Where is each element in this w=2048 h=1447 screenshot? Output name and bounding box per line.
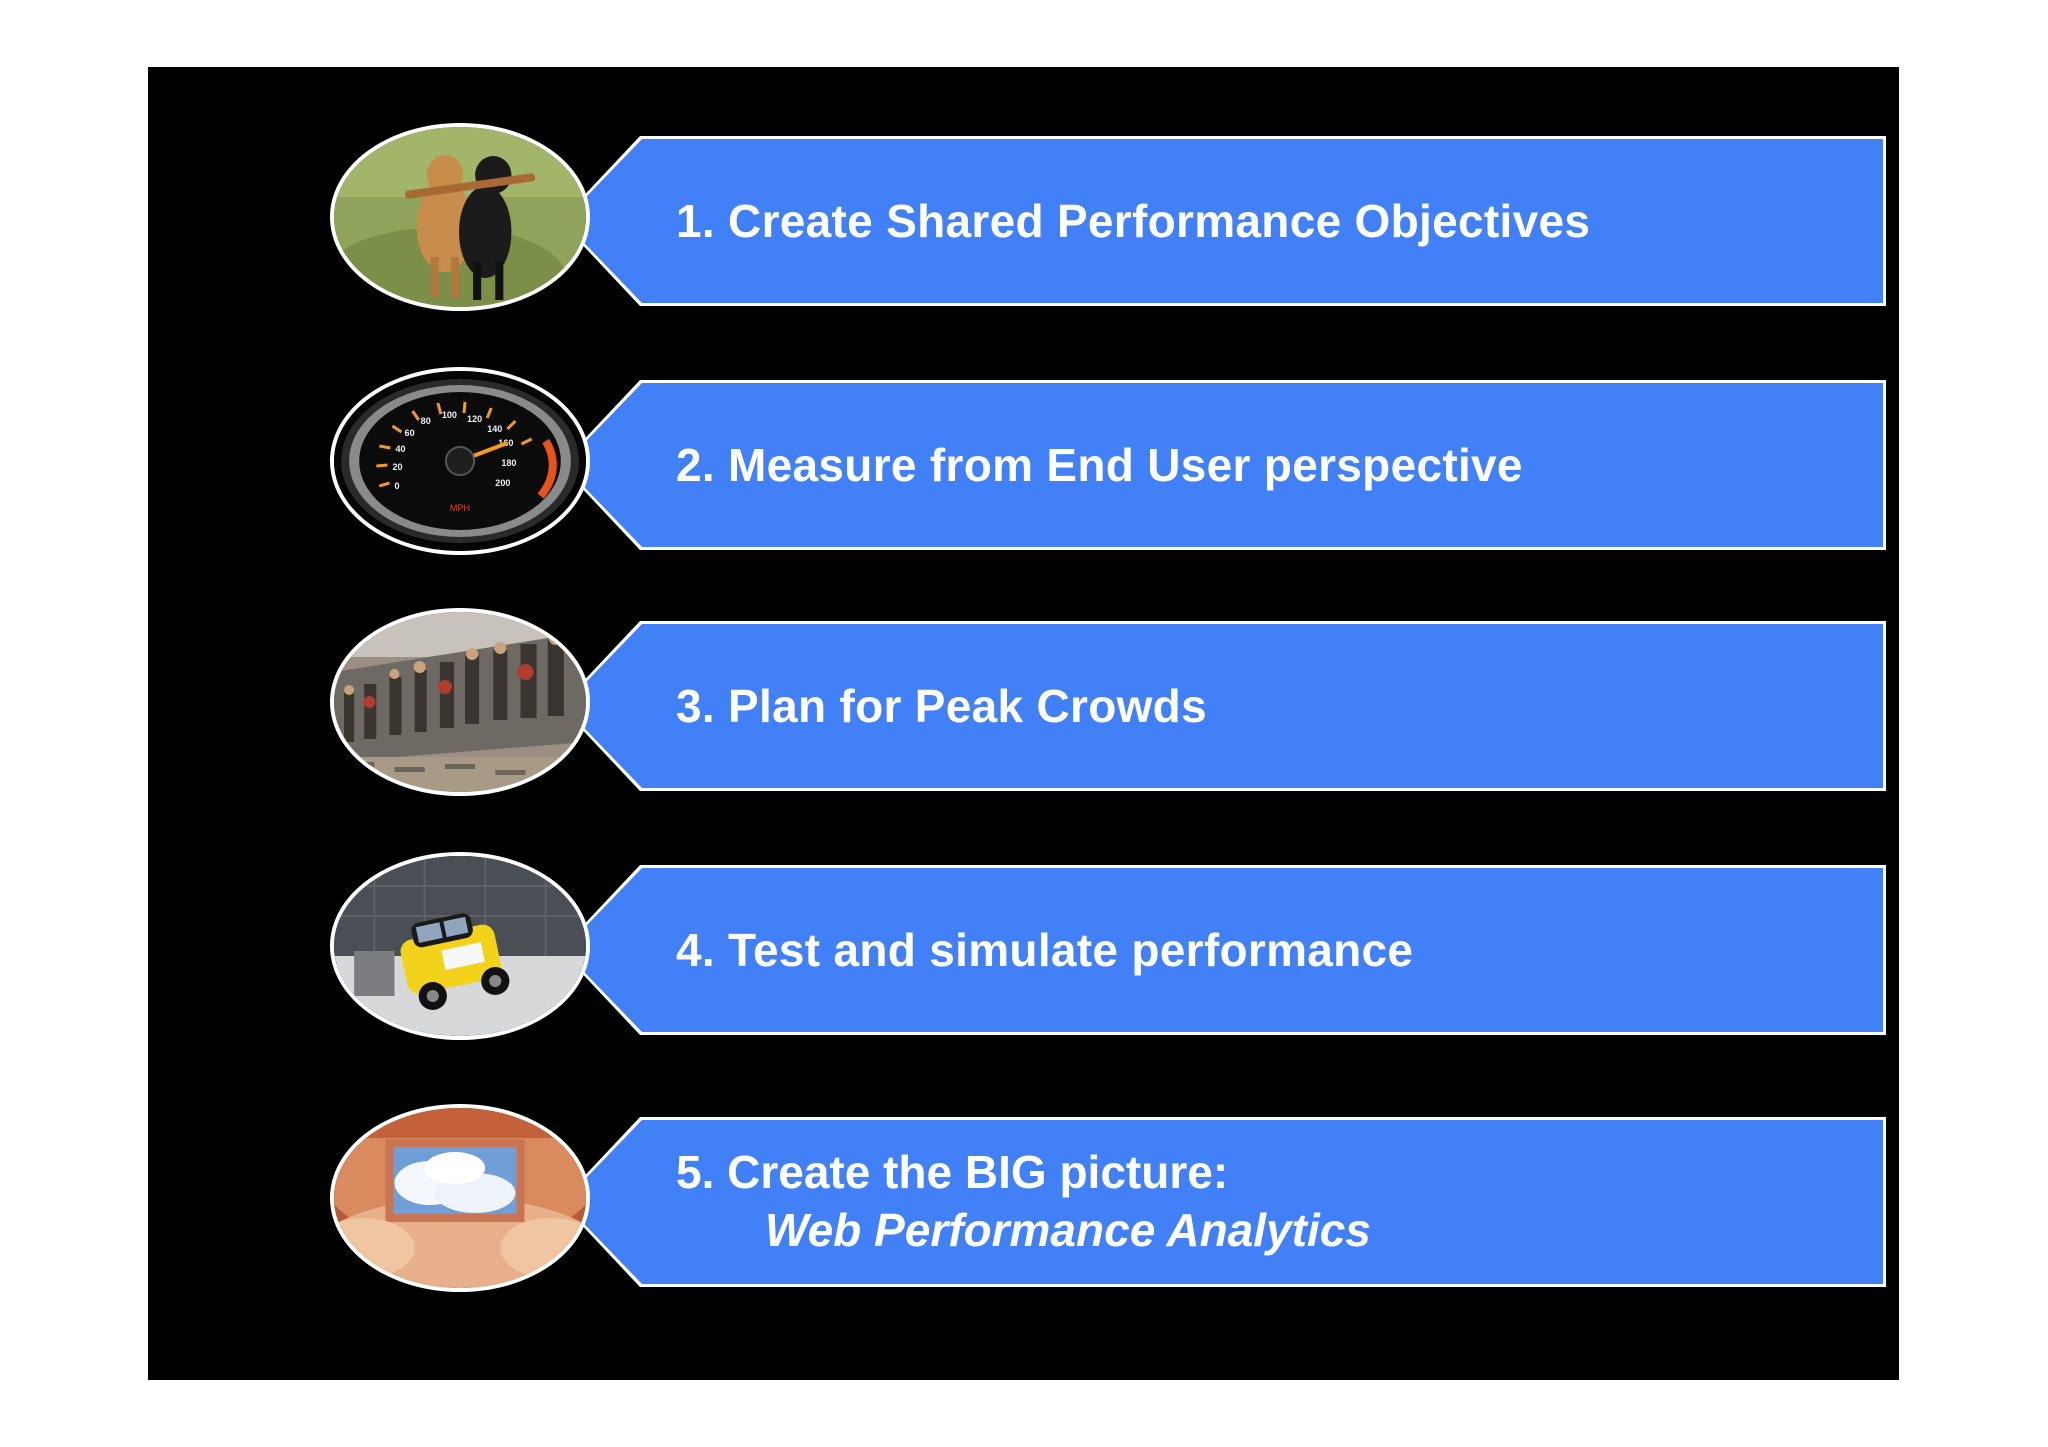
speed-tick-100: 100 [442, 410, 457, 420]
item-2-label: 2. Measure from End User perspective [676, 439, 1523, 491]
banner-2 [560, 380, 1886, 550]
speed-tick-60: 60 [405, 428, 415, 438]
speed-tick-80: 80 [421, 416, 431, 426]
car-crash-test-photo [330, 852, 590, 1040]
speed-unit: MPH [450, 503, 470, 513]
speed-tick-20: 20 [392, 462, 402, 472]
banner-3 [560, 621, 1886, 791]
banner-1 [560, 136, 1886, 306]
crowded-train-photo [330, 608, 590, 796]
item-4-label: 4. Test and simulate performance [676, 924, 1414, 976]
item-5-title: 5. Create the BIG picture: [676, 1146, 1229, 1198]
item-1-label: 1. Create Shared Performance Objectives [676, 195, 1591, 247]
speed-tick-140: 140 [487, 424, 502, 434]
item-5-label: 5. Create the BIG picture: Web Performan… [676, 1145, 1371, 1257]
list-item-2: 2. Measure from End User perspective [148, 367, 1899, 570]
list-item-3: 3. Plan for Peak Crowds [148, 608, 1899, 811]
item-3-label: 3. Plan for Peak Crowds [676, 680, 1207, 732]
item-5-subtitle: Web Performance Analytics [765, 1204, 1371, 1256]
speed-tick-0: 0 [394, 481, 399, 491]
list-item-1: 1. Create Shared Performance Objectives [148, 123, 1899, 326]
slide: 1. Create Shared Performance Objectives [148, 67, 1899, 1380]
speedometer-photo: 0 20 40 60 80 100 120 140 160 180 200 MP… [330, 367, 590, 555]
speed-tick-120: 120 [467, 414, 482, 424]
list-item-4: 4. Test and simulate performance [148, 852, 1899, 1055]
speed-tick-40: 40 [395, 444, 405, 454]
dogs-photo [330, 123, 590, 311]
list-item-5: 5. Create the BIG picture: Web Performan… [148, 1104, 1899, 1307]
hands-framing-sky-photo [330, 1104, 590, 1292]
banner-5 [560, 1117, 1886, 1287]
speed-tick-200: 200 [495, 478, 510, 488]
speed-tick-180: 180 [501, 458, 516, 468]
banner-4 [560, 865, 1886, 1035]
